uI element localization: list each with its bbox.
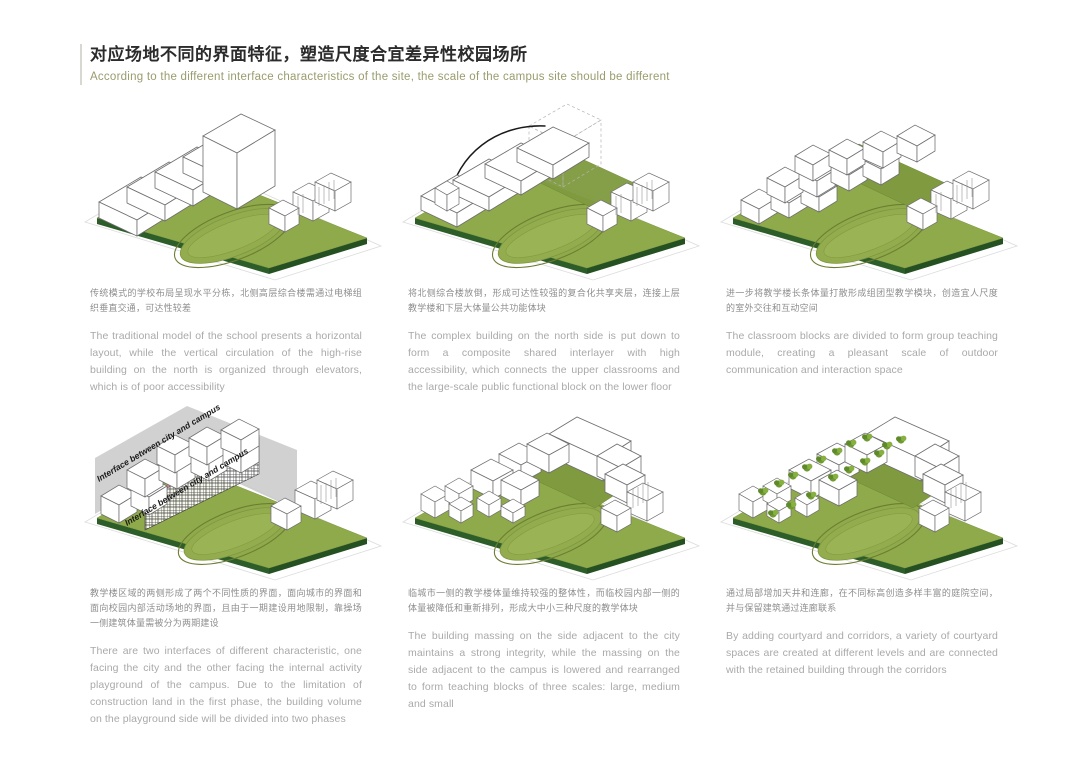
panel-1-caption-chinese: 传统模式的学校布局呈现水平分栋，北侧高层综合楼需通过电梯组织垂直交通，可达性较差	[90, 288, 362, 313]
panel-6-caption-english: By adding courtyard and corridors, a var…	[726, 629, 998, 676]
page-title: 对应场地不同的界面特征，塑造尺度合宜差异性校园场所 According to t…	[80, 44, 990, 85]
panel-2-caption-chinese: 将北侧综合楼放倒，形成可达性较强的复合化共享夹层，连接上层教学楼和下层大体量公共…	[408, 288, 680, 313]
panel-3-caption: 进一步将教学楼长条体量打散形成组团型教学模块，创造宜人尺度的室外交往和互动空间 …	[726, 286, 998, 379]
panel-4-caption-english: There are two interfaces of different ch…	[90, 644, 362, 725]
axonometric-tower-laid-down	[401, 96, 701, 282]
panel-5-caption-chinese: 临城市一侧的教学楼体量维持较强的整体性，而临校园内部一侧的体量被降低和重新排列，…	[408, 588, 680, 613]
panel-5: 临城市一侧的教学楼体量维持较强的整体性，而临校园内部一侧的体量被降低和重新排列，…	[392, 396, 710, 710]
panel-1-caption-english: The traditional model of the school pres…	[90, 329, 362, 393]
axonometric-divided-teaching-modules	[719, 96, 1019, 282]
diagram-grid: 传统模式的学校布局呈现水平分栋，北侧高层综合楼需通过电梯组织垂直交通，可达性较差…	[74, 96, 1019, 725]
axonometric-courtyards-and-corridors	[719, 396, 1019, 582]
panel-2-caption-english: The complex building on the north side i…	[408, 329, 680, 393]
panel-6-caption-chinese: 通过局部增加天井和连廊，在不同标高创造多样丰富的庭院空间，并与保留建筑通过连廊联…	[726, 588, 998, 613]
axonometric-three-scale-massing	[401, 396, 701, 582]
panel-6-caption: 通过局部增加天井和连廊，在不同标高创造多样丰富的庭院空间，并与保留建筑通过连廊联…	[726, 586, 998, 679]
panel-2-caption: 将北侧综合楼放倒，形成可达性较强的复合化共享夹层，连接上层教学楼和下层大体量公共…	[408, 286, 680, 396]
axonometric-two-interfaces: Interface between city and campus Interf…	[83, 396, 383, 582]
panel-1-caption: 传统模式的学校布局呈现水平分栋，北侧高层综合楼需通过电梯组织垂直交通，可达性较差…	[90, 286, 362, 396]
panel-5-caption-english: The building massing on the side adjacen…	[408, 629, 680, 710]
panel-3-caption-chinese: 进一步将教学楼长条体量打散形成组团型教学模块，创造宜人尺度的室外交往和互动空间	[726, 288, 998, 313]
panel-4: Interface between city and campus Interf…	[74, 396, 392, 725]
panel-3-caption-english: The classroom blocks are divided to form…	[726, 329, 998, 376]
panel-4-caption-chinese: 教学楼区域的两侧形成了两个不同性质的界面，面向城市的界面和面向校园内部活动场地的…	[90, 588, 362, 628]
panel-1: 传统模式的学校布局呈现水平分栋，北侧高层综合楼需通过电梯组织垂直交通，可达性较差…	[74, 96, 392, 396]
panel-6: 通过局部增加天井和连廊，在不同标高创造多样丰富的庭院空间，并与保留建筑通过连廊联…	[710, 396, 1028, 696]
panel-3: 进一步将教学楼长条体量打散形成组团型教学模块，创造宜人尺度的室外交往和互动空间 …	[710, 96, 1028, 396]
axonometric-horizontal-layout	[83, 96, 383, 282]
page-title-english: According to the different interface cha…	[90, 70, 670, 83]
panel-4-caption: 教学楼区域的两侧形成了两个不同性质的界面，面向城市的界面和面向校园内部活动场地的…	[90, 586, 362, 728]
panel-5-caption: 临城市一侧的教学楼体量维持较强的整体性，而临校园内部一侧的体量被降低和重新排列，…	[408, 586, 680, 713]
panel-2: 将北侧综合楼放倒，形成可达性较强的复合化共享夹层，连接上层教学楼和下层大体量公共…	[392, 96, 710, 396]
page-title-chinese: 对应场地不同的界面特征，塑造尺度合宜差异性校园场所	[90, 45, 528, 64]
